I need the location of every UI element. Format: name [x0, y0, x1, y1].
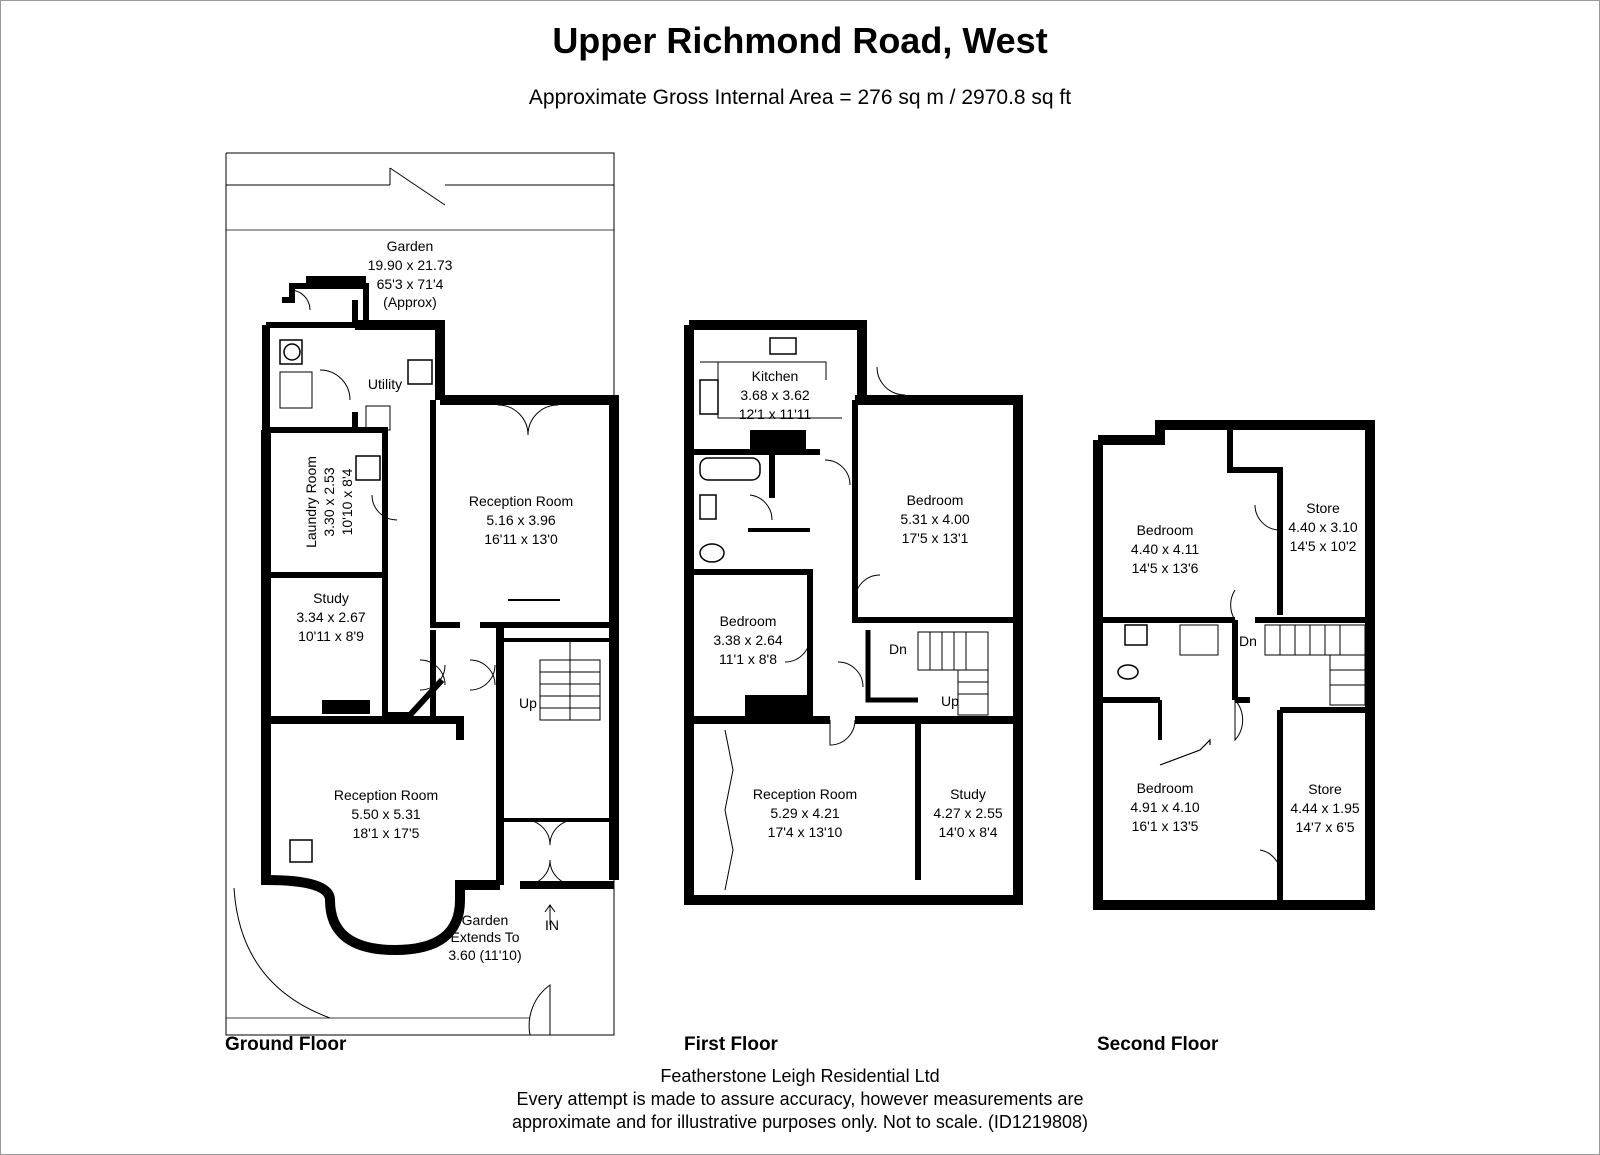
store-top-dim-ft: 14'5 x 10'2 [1290, 538, 1357, 554]
first-reception-dim-m: 5.29 x 4.21 [770, 805, 839, 821]
bedroom-small-dim-ft: 11'1 x 8'8 [719, 651, 777, 667]
garden-note: (Approx) [383, 294, 437, 310]
laundry-name: Laundry Room [303, 456, 319, 548]
second-floor-plan [1093, 420, 1375, 910]
first-floor-plan [684, 320, 1023, 905]
front-garden-line2: Extends To [450, 929, 519, 945]
study-name: Study [313, 590, 349, 606]
second-dn-label: Dn [1239, 633, 1257, 649]
study-dim-ft: 10'11 x 8'9 [298, 628, 364, 644]
first-staircase [917, 631, 989, 716]
store-top-name: Store [1306, 500, 1340, 516]
footer-disclaimer-line1: Every attempt is made to assure accuracy… [516, 1089, 1084, 1109]
entrance-label: IN [545, 917, 559, 933]
first-study-dim-ft: 14'0 x 8'4 [938, 824, 997, 840]
reception-bottom-name: Reception Room [334, 787, 438, 803]
reception-top-dim-m: 5.16 x 3.96 [486, 512, 555, 528]
bedroom-top-dim-ft: 14'5 x 13'6 [1132, 560, 1199, 576]
store-bottom-dim-ft: 14'7 x 6'5 [1295, 819, 1354, 835]
garden-boundary [225, 152, 615, 1036]
store-top-dim-m: 4.40 x 3.10 [1288, 519, 1357, 535]
reception-top-name: Reception Room [469, 493, 573, 509]
front-garden-line1: Garden [462, 912, 509, 928]
reception-top-dim-ft: 16'11 x 13'0 [484, 531, 558, 547]
study-dim-m: 3.34 x 2.67 [296, 609, 365, 625]
gross-area-subtitle: Approximate Gross Internal Area = 276 sq… [528, 86, 1072, 109]
laundry-dim-m: 3.30 x 2.53 [321, 467, 337, 536]
store-bottom-name: Store [1308, 781, 1342, 797]
second-staircase [1264, 624, 1366, 706]
second-floor-label: Second Floor [1097, 1034, 1219, 1055]
first-reception-name: Reception Room [753, 786, 857, 802]
first-up-label: Up [941, 693, 959, 709]
first-floor-label: First Floor [684, 1034, 778, 1055]
bedroom-top-dim-m: 4.40 x 4.11 [1131, 541, 1199, 557]
kitchen-dim-ft: 12'1 x 11'11 [739, 406, 812, 422]
second-floor-labels: Bedroom 4.40 x 4.11 14'5 x 13'6 Store 4.… [1130, 500, 1359, 835]
bedroom-large-name: Bedroom [907, 492, 964, 508]
first-study-dim-m: 4.27 x 2.55 [933, 805, 1002, 821]
footer-disclaimer-line2: approximate and for illustrative purpose… [512, 1112, 1088, 1132]
ground-floor-label: Ground Floor [225, 1034, 347, 1055]
garden-dim-m: 19.90 x 21.73 [368, 257, 453, 273]
first-study-name: Study [950, 786, 986, 802]
bedroom-large-dim-m: 5.31 x 4.00 [900, 511, 969, 527]
reception-bottom-dim-m: 5.50 x 5.31 [351, 806, 420, 822]
laundry-dim-ft: 10'10 x 8'4 [339, 468, 355, 535]
bedroom-small-name: Bedroom [720, 613, 777, 629]
ground-staircase [539, 640, 601, 721]
ground-floor-labels: Garden 19.90 x 21.73 65'3 x 71'4 (Approx… [296, 238, 573, 963]
garden-name: Garden [387, 238, 434, 254]
ground-floor-plan [225, 152, 619, 1036]
first-floor-labels: Kitchen 3.68 x 3.62 12'1 x 11'11 Bedroom… [713, 368, 1002, 840]
kitchen-dim-m: 3.68 x 3.62 [740, 387, 809, 403]
bedroom-large-dim-ft: 17'5 x 13'1 [902, 530, 969, 546]
store-bottom-dim-m: 4.44 x 1.95 [1290, 800, 1359, 816]
garden-dim-ft: 65'3 x 71'4 [377, 276, 444, 292]
kitchen-name: Kitchen [752, 368, 799, 384]
page-title: Upper Richmond Road, West [552, 20, 1048, 61]
utility-label: Utility [368, 376, 402, 392]
bedroom-bottom-dim-ft: 16'1 x 13'5 [1132, 818, 1199, 834]
bedroom-bottom-name: Bedroom [1137, 780, 1194, 796]
first-reception-dim-ft: 17'4 x 13'10 [768, 824, 843, 840]
first-dn-label: Dn [889, 641, 907, 657]
front-garden-line3: 3.60 (11'10) [448, 947, 521, 963]
bedroom-small-dim-m: 3.38 x 2.64 [713, 632, 782, 648]
reception-bottom-dim-ft: 18'1 x 17'5 [353, 825, 420, 841]
ground-up-label: Up [519, 695, 537, 711]
bedroom-bottom-dim-m: 4.91 x 4.10 [1130, 799, 1199, 815]
footer-company: Featherstone Leigh Residential Ltd [660, 1066, 940, 1086]
bedroom-top-name: Bedroom [1137, 522, 1194, 538]
